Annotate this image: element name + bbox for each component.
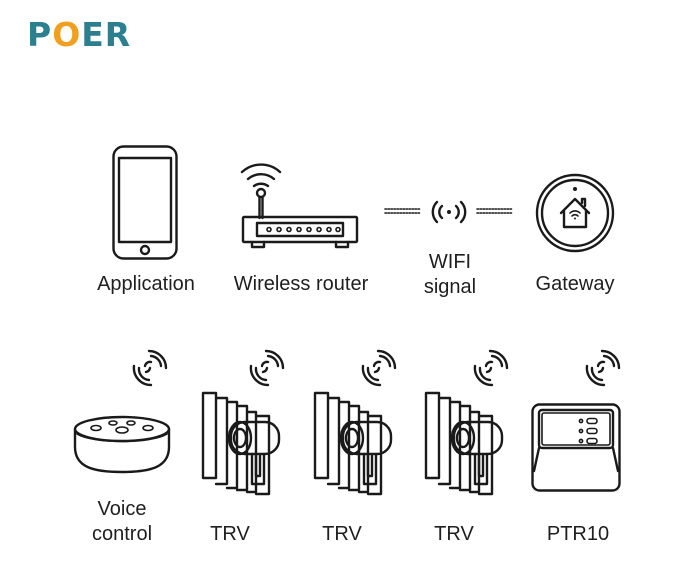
- trv-1-label: TRV: [210, 523, 250, 545]
- radiator-valve-icon: [201, 391, 281, 496]
- wireless-waves-icon: [249, 349, 285, 387]
- wifi-signal-label-line2: signal: [423, 276, 477, 298]
- wireless-waves-icon: [473, 349, 509, 387]
- router-icon: [240, 163, 359, 249]
- wireless-router-label: Wireless router: [233, 273, 369, 295]
- wireless-waves-icon: [361, 349, 397, 387]
- gateway-label: Gateway: [535, 273, 615, 295]
- voice-control-label-line2: control: [91, 523, 153, 545]
- poer-logo: POER: [27, 18, 131, 51]
- logo-p: P: [27, 15, 53, 54]
- gateway-hub-icon: [535, 173, 615, 253]
- wireless-waves-icon: [132, 349, 168, 387]
- trv-2-label: TRV: [322, 523, 362, 545]
- wifi-broadcast-icon: [384, 200, 514, 224]
- thermostat-panel-icon: [531, 403, 621, 492]
- voice-control-label: Voice control: [72, 497, 172, 547]
- logo-o: O: [52, 15, 82, 54]
- ptr10-label: PTR10: [546, 523, 610, 545]
- radiator-valve-icon: [424, 391, 504, 496]
- voice-control-label-line1: Voice: [97, 498, 147, 520]
- smart-speaker-icon: [73, 415, 171, 474]
- logo-er: ER: [81, 15, 132, 54]
- application-label: Application: [97, 273, 195, 295]
- trv-3-label: TRV: [434, 523, 474, 545]
- radiator-valve-icon: [313, 391, 393, 496]
- wifi-signal-label: WIFI signal: [410, 250, 490, 300]
- wifi-signal-label-line1: WIFI: [428, 251, 472, 273]
- smartphone-icon: [112, 145, 178, 260]
- wireless-waves-icon: [585, 349, 621, 387]
